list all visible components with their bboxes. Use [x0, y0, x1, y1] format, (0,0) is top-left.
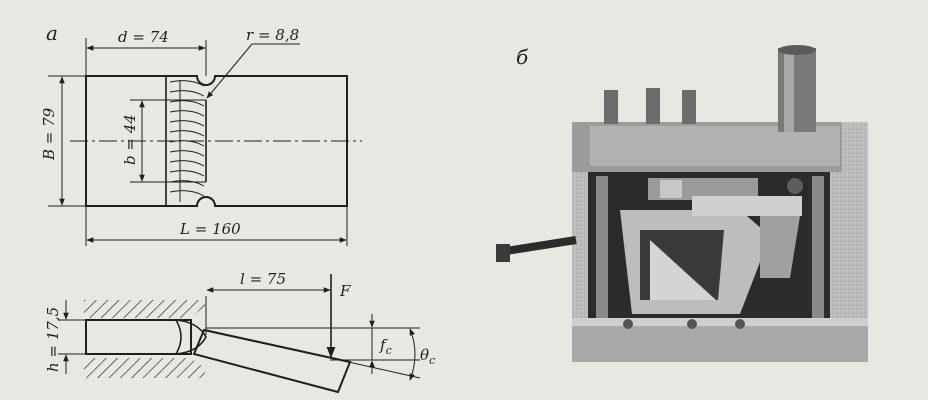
top-view-specimen [70, 40, 362, 207]
dim-B: B = 79 [40, 75, 86, 207]
dim-fc: fc [369, 314, 392, 374]
deflected-axis [205, 329, 421, 379]
dim-B-label: B = 79 [40, 107, 58, 161]
bolt-3 [682, 90, 696, 124]
dim-L: L = 160 [85, 206, 348, 246]
angle-theta-label: θc [420, 346, 435, 367]
dim-r: r = 8,8 [206, 26, 300, 99]
panel-b-letter: б [516, 45, 529, 69]
force-F-label: F [339, 282, 351, 300]
dim-d-label: d = 74 [118, 28, 169, 46]
weld-bead [169, 80, 205, 202]
dim-l-label: l = 75 [240, 270, 286, 288]
clamp-hatch [84, 300, 205, 378]
bolt-1 [604, 90, 618, 124]
dim-d: d = 74 [85, 28, 206, 76]
angle-theta: θc [409, 328, 435, 381]
bolt-2 [646, 88, 660, 124]
fixed-plate [85, 319, 192, 355]
test-rig-photo [496, 45, 868, 362]
panel-a-letter: а [46, 21, 58, 45]
dim-L-label: L = 160 [179, 220, 241, 238]
side-view [84, 296, 421, 394]
load-cylinder [778, 48, 816, 132]
panel-b: б [496, 45, 868, 362]
panel-a: а [40, 21, 435, 394]
dim-r-label: r = 8,8 [246, 26, 299, 44]
dim-h-label: h = 17,5 [44, 307, 62, 372]
dim-h: h = 17,5 [44, 300, 86, 374]
dim-fc-label: fc [379, 336, 392, 357]
dim-b: b = 44 [121, 99, 206, 183]
weld-lens [174, 319, 207, 355]
dim-l: l = 75 [206, 270, 331, 293]
force-F: F [326, 274, 351, 359]
bent-plate [192, 328, 352, 394]
rig-cable [499, 236, 577, 256]
dim-b-label: b = 44 [121, 114, 139, 165]
